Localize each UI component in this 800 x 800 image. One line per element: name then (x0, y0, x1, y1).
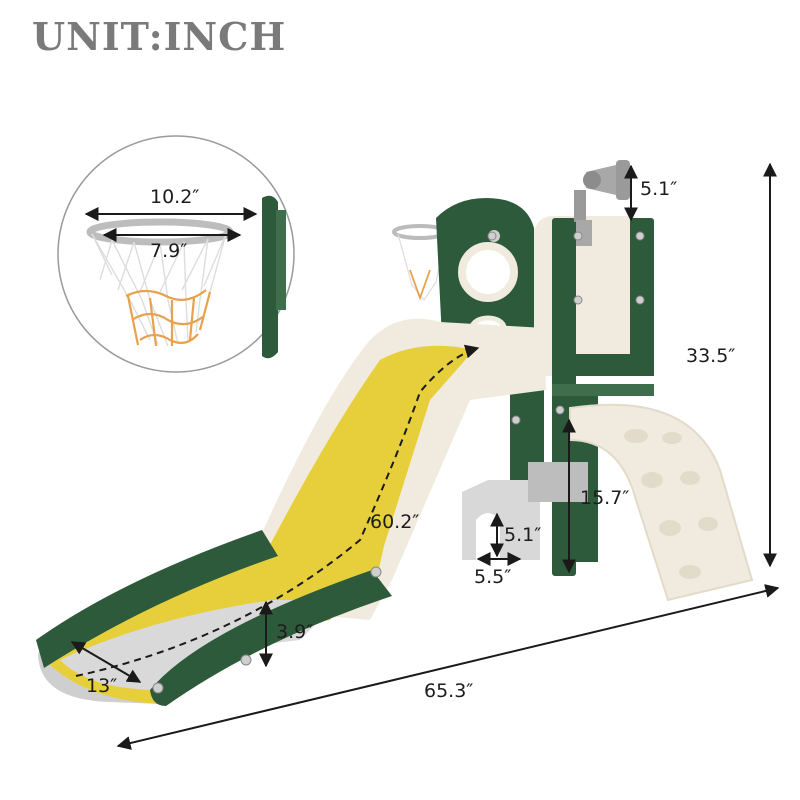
slide-track (258, 345, 474, 600)
total-height-label: 33.5″ (686, 345, 736, 367)
tunnel-height-label: 5.1″ (504, 524, 542, 546)
net (91, 233, 227, 347)
dimension-lines (70, 162, 780, 750)
rim-diameter-label: 10.2″ (150, 186, 200, 208)
slide-width-label: 13″ (86, 675, 118, 697)
unit-title: UNIT:INCH (32, 14, 287, 59)
climbing-wall (569, 403, 754, 602)
hoop-detail-circle (57, 135, 295, 373)
telescope-height-label: 5.1″ (640, 178, 678, 200)
slide-side-height-label: 3.9″ (276, 621, 314, 643)
total-length-label: 65.3″ (424, 680, 474, 702)
slide-length-label: 60.2″ (370, 511, 420, 533)
climber-height-label: 15.7″ (580, 487, 630, 509)
inner-rim-label: 7.9″ (150, 240, 188, 262)
tunnel-width-label: 5.5″ (474, 566, 512, 588)
